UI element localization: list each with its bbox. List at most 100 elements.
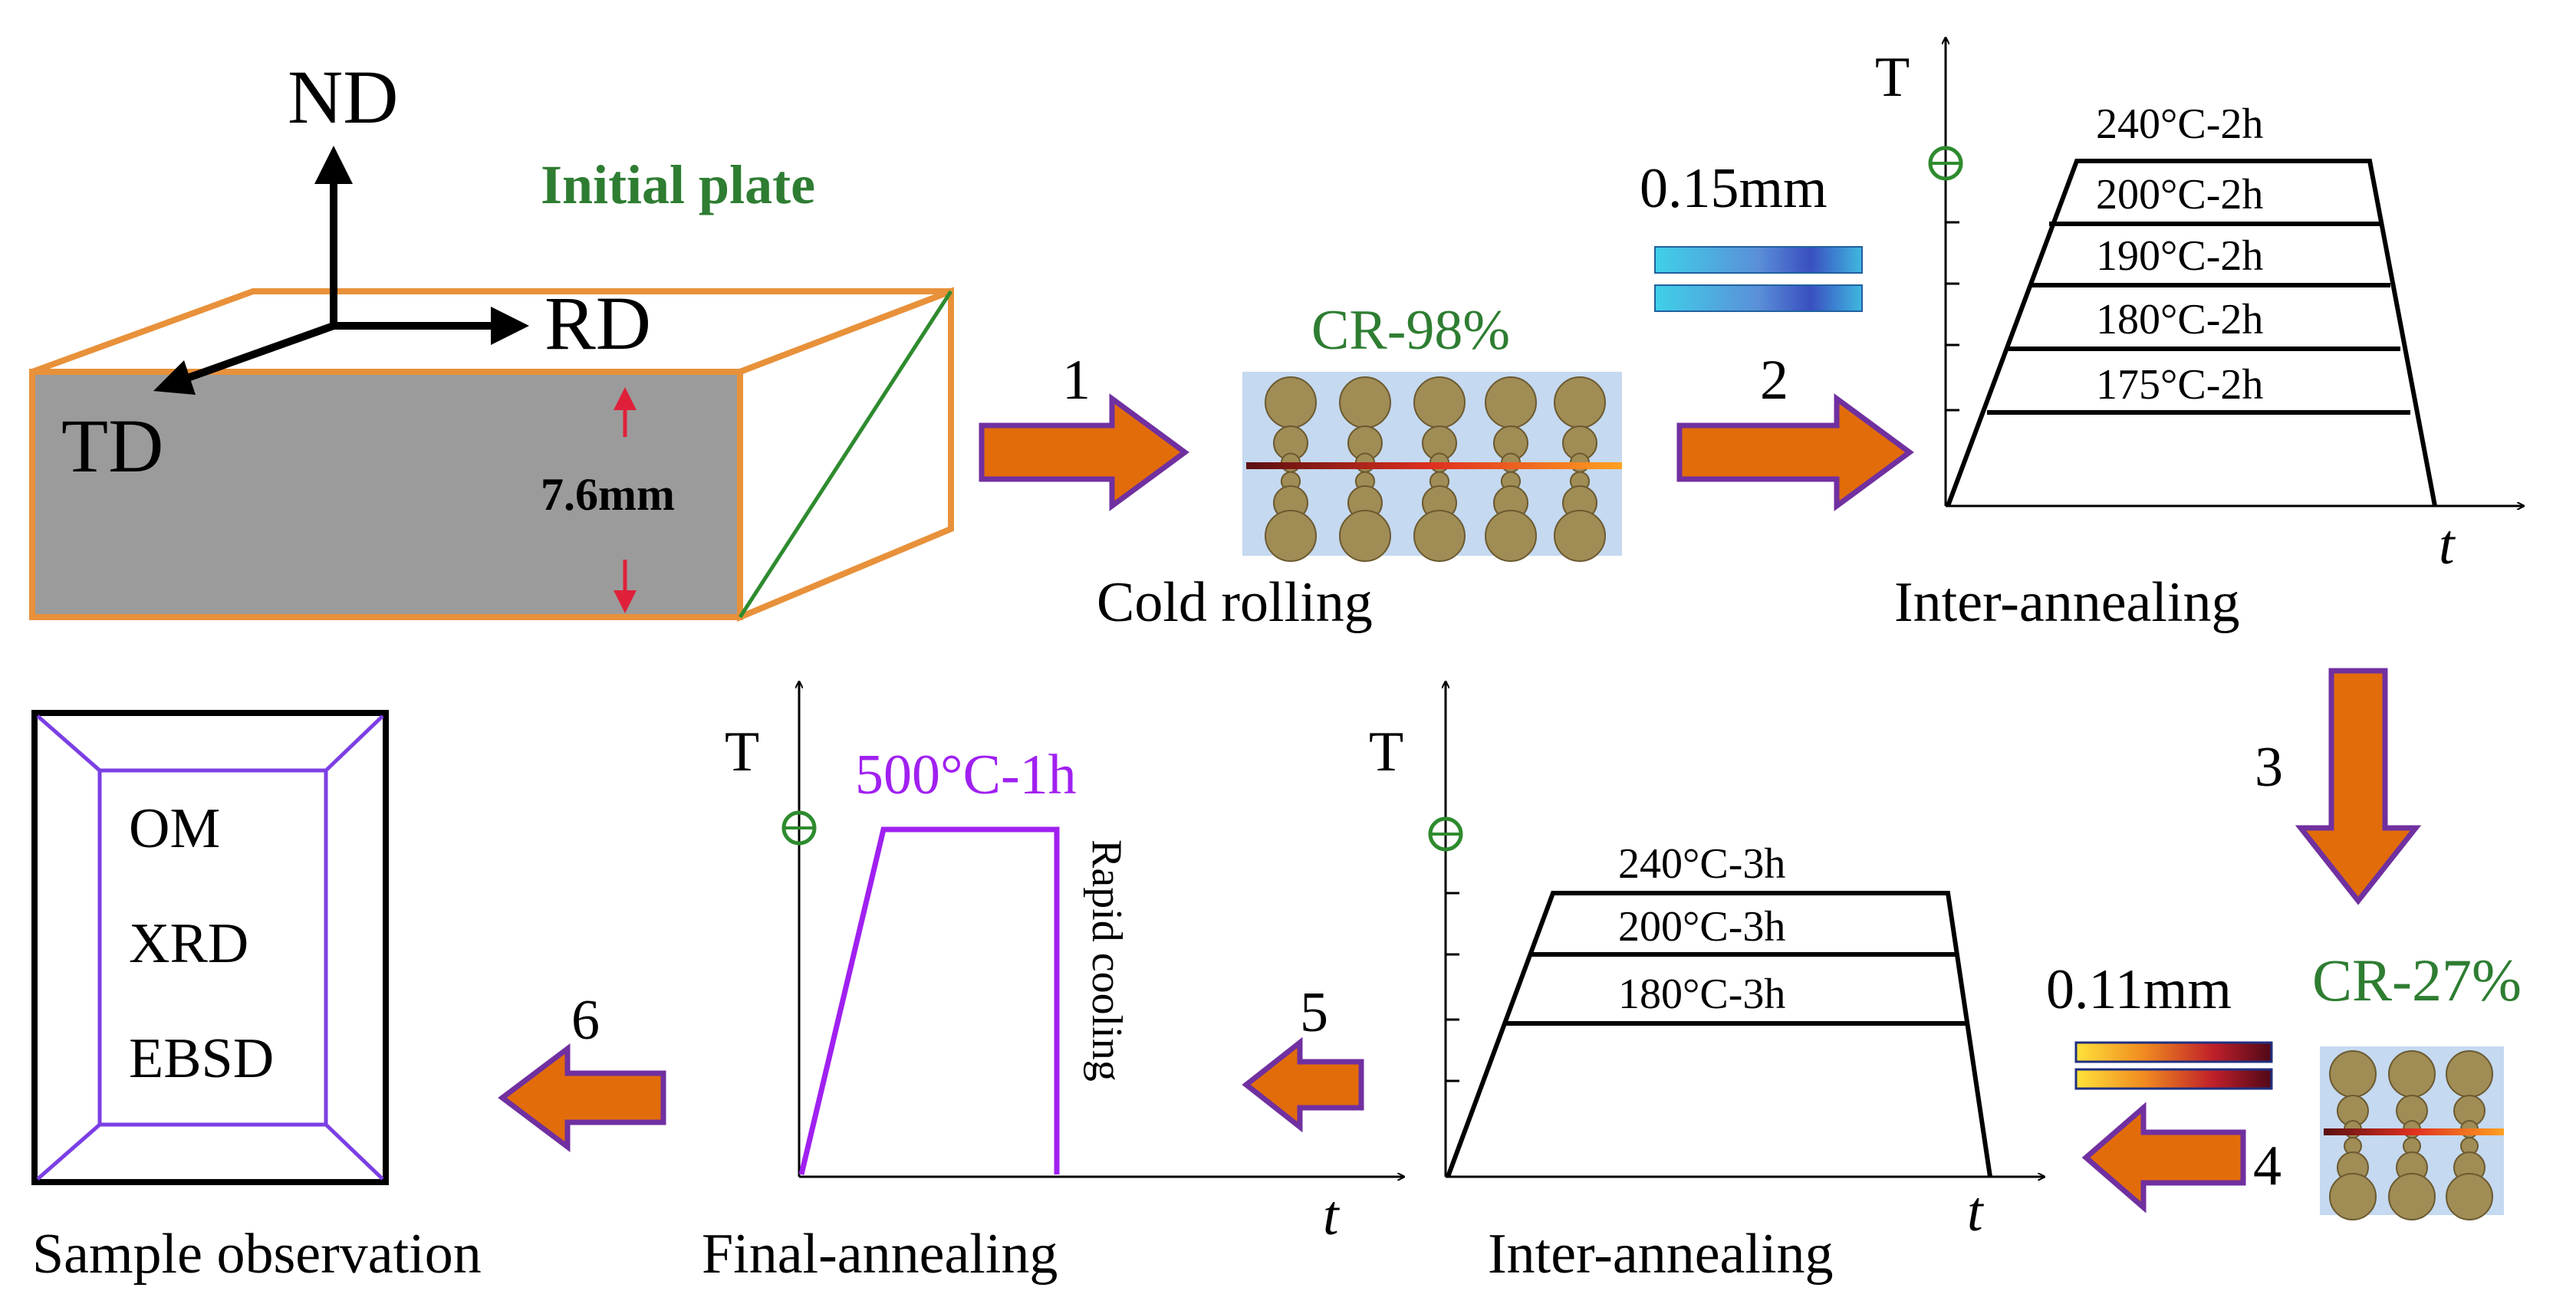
roller [1339,376,1391,429]
strip-sheet-top [1654,246,1863,274]
down-arrow-icon [2295,668,2422,905]
level-label-180: 180°C-2h [2096,296,2263,343]
thickness-arrowhead-bottom-icon [614,590,637,613]
roller [2388,1173,2436,1220]
roller [1485,510,1537,562]
step-2-label: 2 [1760,349,1788,412]
cold-rolling-illustration: CR-98% Cold rolling [1097,299,1622,634]
thickness-arrowhead-top-icon [614,387,637,410]
left-arrow-icon [2081,1102,2246,1214]
step-2-arrow: 2 [1676,349,1914,511]
nd-arrowhead-icon [314,146,353,184]
level-label-200: 200°C-3h [1618,903,1785,951]
plate-diagonal [738,290,953,619]
inter-annealing-1-chart: 0.15mm T t 240°C-2h 200°C-2h 190°C-2h 18… [1640,38,2523,634]
frame-corner-line [36,714,101,772]
inter-annealing-1-label: Inter-annealing [1894,571,2240,634]
final-temperature-label: 500°C-1h [855,744,1077,806]
hot-strip-top [2074,1041,2273,1063]
sample-inner-frame [97,768,328,1127]
level-label-190: 190°C-2h [2096,232,2263,280]
roller-set [1265,376,1606,562]
temperature-ticks [1946,221,1959,412]
method-ebsd: EBSD [129,1027,274,1090]
roller [1339,510,1391,562]
level-label-175: 175°C-2h [2096,361,2263,409]
frame-corner-line [324,1123,384,1181]
td-label: TD [61,403,163,488]
roller [2329,1050,2377,1098]
right-arrow-icon [979,393,1189,511]
nd-label: ND [288,54,398,140]
level-label-200: 200°C-2h [2096,171,2263,218]
inter-annealing-2-chart: T t 240°C-3h 200°C-3h 180°C-3h Inter-ann… [1369,682,2044,1286]
second-rolling-illustration: 0.11mm CR-27% [2046,947,2522,1220]
final-annealing-chart: T t 500°C-1h Rapid cooling Final-anneali… [702,682,1403,1286]
step-3-arrow: 3 [2255,668,2422,905]
roller [2388,1050,2436,1098]
roller [1265,510,1317,562]
rolled-strip [1246,462,1622,469]
annealing-profile [1946,159,2437,507]
roller [1413,510,1466,562]
roller [1485,376,1537,429]
time-axis-label: t [1323,1184,1341,1247]
rolled-strip-2 [2324,1128,2504,1135]
t-axis-label: T [1875,46,1910,109]
left-arrow-icon [1242,1036,1364,1133]
hot-strip-bottom [2074,1068,2273,1090]
left-arrow-icon [498,1043,666,1153]
rd-label: RD [544,281,651,366]
sample-observation: OM XRD EBSD Sample observation [31,710,482,1286]
level-label-240: 240°C-3h [1618,840,1785,888]
step-6-label: 6 [571,989,600,1052]
step-5-arrow: 5 [1242,981,1364,1133]
initial-plate-title: Initial plate [541,154,815,215]
strip-sheet-bottom [1654,284,1863,312]
cold-rolling-label: Cold rolling [1097,571,1373,634]
step-1-label: 1 [1062,349,1091,412]
cold-rolling-reduction: CR-98% [1311,299,1510,362]
roller [1413,376,1466,429]
roller [2329,1173,2377,1220]
roller [1265,376,1317,429]
level-label-180: 180°C-3h [1618,971,1785,1018]
strip-thickness-1: 0.15mm [1640,157,1828,220]
rapid-cooling-label: Rapid cooling [1083,839,1130,1082]
sample-observation-label: Sample observation [32,1223,482,1286]
method-om: OM [129,797,220,860]
step-5-label: 5 [1300,981,1328,1044]
t-axis-label: T [1369,721,1403,783]
right-arrow-icon [1676,393,1914,511]
roller [2446,1050,2493,1098]
method-xrd: XRD [129,912,248,975]
step-6-arrow: 6 [498,989,666,1153]
roller [1554,510,1606,562]
step-3-label: 3 [2255,736,2283,799]
td-axis-line [171,322,335,387]
level-label-240: 240°C-2h [2096,100,2263,148]
second-rolling-reduction: CR-27% [2312,947,2522,1013]
final-annealing-label: Final-annealing [702,1223,1058,1286]
step-4-arrow: 4 [2081,1102,2282,1214]
final-annealing-profile [798,826,1060,1175]
t-axis-label: T [725,721,759,783]
roller [1554,376,1606,429]
temperature-ticks [1446,892,1459,1082]
annealing-profile [1446,891,1992,1178]
roller [2446,1173,2493,1220]
frame-corner-line [324,714,384,772]
inter-annealing-2-label: Inter-annealing [1488,1223,1834,1286]
td-arrowhead-icon [153,360,196,395]
strip-thickness-2: 0.11mm [2046,958,2232,1021]
thickness-label: 7.6mm [541,469,675,520]
step-1-arrow: 1 [979,349,1189,511]
time-axis-label: t [2439,514,2456,576]
time-axis-label: t [1967,1181,1985,1243]
rd-arrowhead-icon [491,307,529,345]
step-4-label: 4 [2253,1135,2282,1197]
initial-plate: ND RD TD Initial plate 7.6mm [29,54,954,622]
frame-corner-line [36,1123,101,1181]
